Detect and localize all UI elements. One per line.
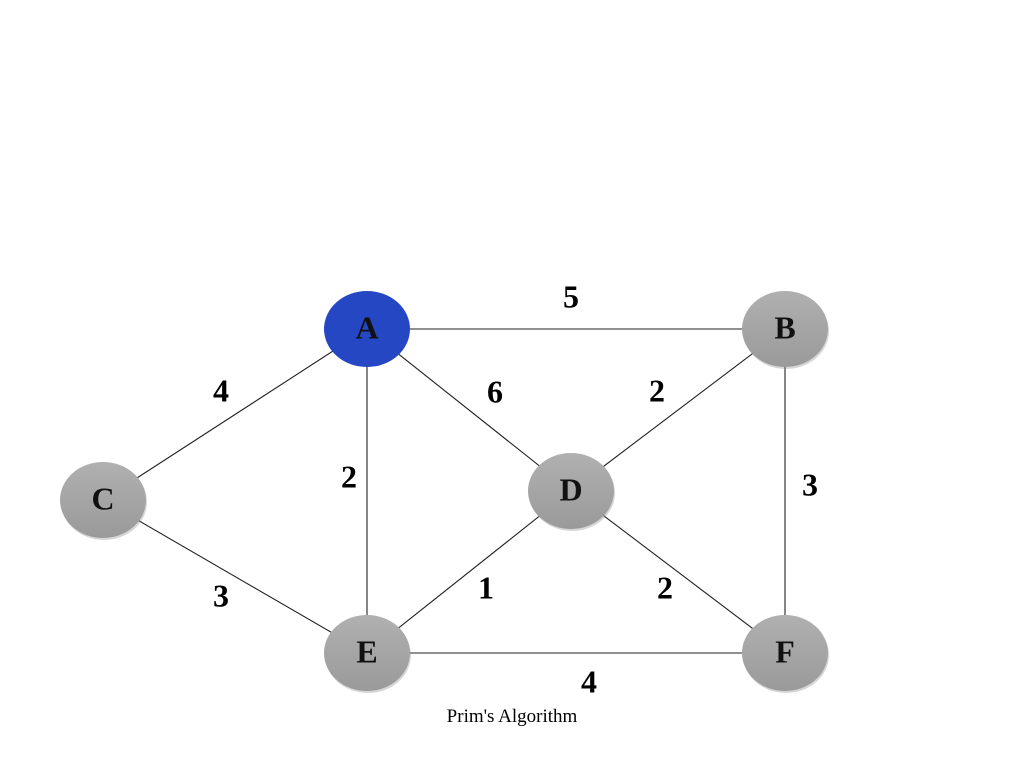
node-label: B [774,309,795,345]
node-c: C [60,462,147,540]
edge-weight-b-d: 2 [649,372,665,408]
node-circle [60,462,146,538]
nodes-layer: A B C D E F [60,291,829,693]
node-label: C [91,480,114,516]
edge-weight-c-e: 3 [213,577,229,613]
edge-weight-d-e: 1 [478,569,494,605]
edge-weight-a-b: 5 [563,278,579,314]
edge-a-c [102,328,368,501]
node-f: F [742,615,829,693]
node-circle [742,291,828,367]
node-label: A [355,309,378,345]
node-e: E [324,615,411,693]
edge-a-d [366,328,572,492]
edge-d-f [570,490,786,654]
node-label: D [559,471,582,507]
edge-weight-a-c: 4 [213,372,229,408]
node-circle [742,615,828,691]
edge-d-e [366,490,572,654]
edge-weight-e-f: 4 [581,663,597,699]
edge-weight-b-f: 3 [802,466,818,502]
diagram-caption: Prim's Algorithm [446,706,578,727]
node-circle [324,291,410,367]
node-circle [324,615,410,691]
node-d: D [528,453,615,531]
edge-weight-a-d: 6 [487,373,503,409]
edge-b-d [570,328,786,492]
node-label: E [356,633,377,669]
node-circle [528,453,614,529]
node-label: F [775,633,795,669]
edge-c-e [102,499,368,654]
edges-layer [102,328,786,654]
edge-weight-d-f: 2 [657,569,673,605]
node-b: B [742,291,829,369]
edge-weight-a-e: 2 [341,458,357,494]
node-a: A [324,291,410,367]
edge-weights-layer: 5 4 6 2 2 3 3 1 2 4 [213,278,818,699]
